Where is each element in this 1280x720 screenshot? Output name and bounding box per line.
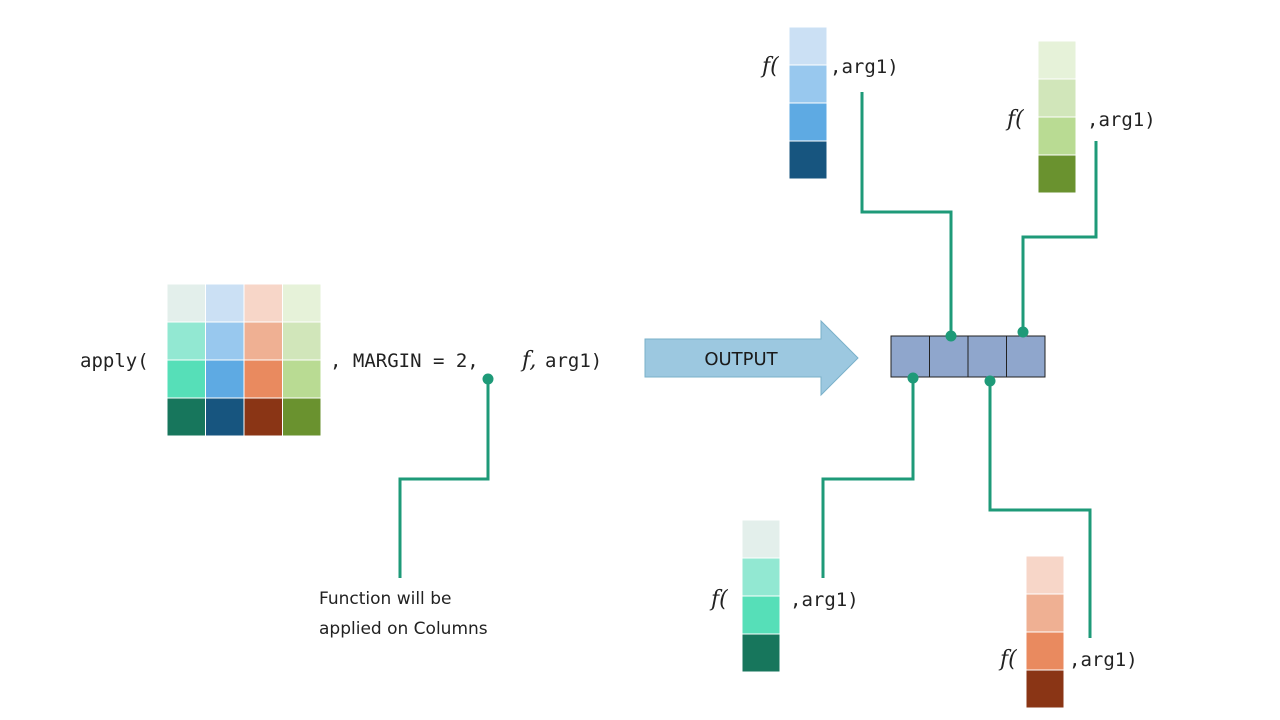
column-cell bbox=[1025, 669, 1065, 709]
call-connector bbox=[984, 375, 1092, 638]
call-function-label: f( bbox=[1005, 107, 1024, 132]
apply-call-suffix: arg1) bbox=[545, 350, 602, 372]
input-matrix bbox=[166, 283, 322, 437]
output-vector bbox=[890, 335, 1046, 378]
matrix-cell bbox=[205, 359, 245, 399]
matrix-cell bbox=[205, 283, 245, 323]
note-line-1: Function will be bbox=[319, 589, 451, 609]
call-arg-label: ,arg1) bbox=[1087, 109, 1156, 131]
call-arg-label: ,arg1) bbox=[1069, 649, 1138, 671]
column-cell bbox=[788, 64, 828, 104]
matrix-cell bbox=[166, 359, 206, 399]
column-cell bbox=[788, 26, 828, 66]
note-line-2: applied on Columns bbox=[319, 619, 488, 639]
matrix-cell bbox=[282, 397, 322, 437]
column-call: f( ,arg1) bbox=[998, 555, 1138, 709]
column-cell bbox=[788, 140, 828, 180]
call-arg-label: ,arg1) bbox=[830, 56, 899, 78]
matrix-cell bbox=[205, 397, 245, 437]
column-cell bbox=[1037, 40, 1077, 80]
column-cell bbox=[1025, 593, 1065, 633]
column-cell bbox=[741, 595, 781, 635]
column-cell bbox=[741, 557, 781, 597]
matrix-cell bbox=[282, 359, 322, 399]
call-connector bbox=[1017, 141, 1098, 338]
matrix-cell bbox=[205, 321, 245, 361]
call-function-label: f( bbox=[760, 54, 779, 79]
matrix-cell bbox=[243, 321, 283, 361]
column-call: f( ,arg1) bbox=[760, 26, 899, 180]
column-calls: f( ,arg1) f( ,arg1) f( ,arg1) f( ,arg1) bbox=[709, 26, 1156, 709]
column-call: f( ,arg1) bbox=[1005, 40, 1156, 194]
matrix-cell bbox=[166, 321, 206, 361]
call-function-label: f( bbox=[998, 647, 1017, 672]
matrix-cell bbox=[243, 359, 283, 399]
apply-call-function: f, bbox=[520, 348, 536, 373]
output-cell bbox=[967, 335, 1007, 378]
column-cell bbox=[1037, 154, 1077, 194]
column-cell bbox=[1037, 78, 1077, 118]
function-note-connector bbox=[398, 373, 494, 578]
matrix-cell bbox=[243, 397, 283, 437]
column-cell bbox=[1025, 555, 1065, 595]
apply-call-prefix: apply( bbox=[80, 350, 149, 372]
matrix-cell bbox=[282, 283, 322, 323]
call-arg-label: ,arg1) bbox=[790, 589, 859, 611]
apply-call-args: , MARGIN = 2, bbox=[330, 350, 479, 372]
column-cell bbox=[1037, 116, 1077, 156]
matrix-cell bbox=[243, 283, 283, 323]
output-cell bbox=[890, 335, 930, 378]
column-call: f( ,arg1) bbox=[709, 519, 859, 673]
output-cell bbox=[929, 335, 969, 378]
output-arrow: OUTPUT bbox=[644, 319, 859, 397]
column-cell bbox=[1025, 631, 1065, 671]
column-cell bbox=[741, 633, 781, 673]
output-cell bbox=[1006, 335, 1046, 378]
column-cell bbox=[741, 519, 781, 559]
call-function-label: f( bbox=[709, 587, 728, 612]
call-connector bbox=[821, 372, 919, 578]
matrix-cell bbox=[282, 321, 322, 361]
matrix-cell bbox=[166, 397, 206, 437]
output-arrow-label: OUTPUT bbox=[704, 349, 778, 370]
matrix-cell bbox=[166, 283, 206, 323]
call-connector bbox=[860, 92, 957, 342]
column-cell bbox=[788, 102, 828, 142]
call-output-connectors bbox=[821, 92, 1098, 638]
